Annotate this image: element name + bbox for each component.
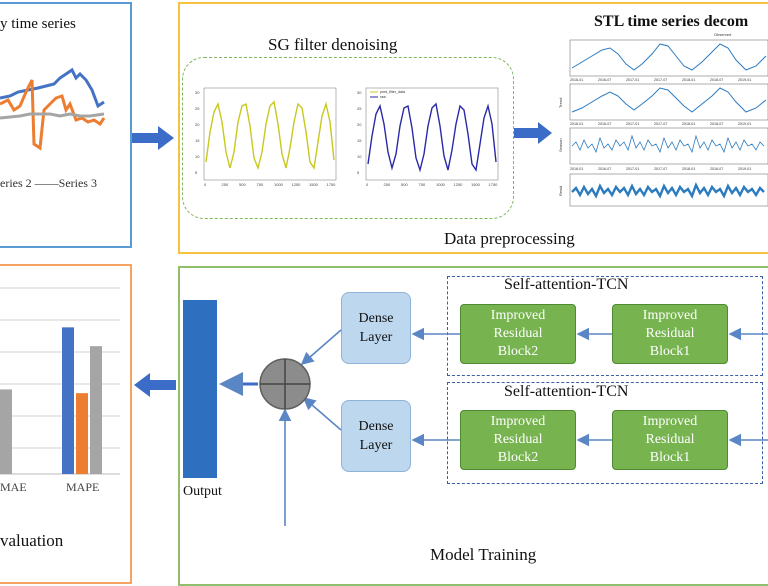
sg-x-tick: 0 — [204, 182, 207, 187]
stl-x-tick: 2016-07 — [598, 167, 611, 171]
stl-x-tick: 2016-01 — [570, 167, 583, 171]
series-1-line — [0, 67, 105, 109]
evaluation-label: valuation — [0, 531, 64, 550]
stl-title: STL time series decom — [594, 13, 749, 30]
self-attention-tcn-box-1 — [447, 276, 763, 376]
arrow-sg-to-stl — [514, 122, 552, 144]
stl-x-tick: 2016-07 — [598, 122, 611, 126]
sum-node-icon — [259, 358, 311, 410]
stl-axis-label: Season — [558, 138, 563, 152]
self-attention-tcn-box-2 — [447, 382, 763, 484]
sg-y-tick: 25 — [195, 106, 200, 111]
sg-raw-chart: 30 25 20 15 10 5 0 250 500 750 1000 1250 1500 1750 — [195, 87, 337, 187]
sg-y-tick: 15 — [357, 138, 362, 143]
stl-x-tick: 2019-01 — [738, 167, 751, 171]
output-bar — [183, 300, 217, 478]
bar-mae-series-3 — [0, 389, 12, 474]
sg-x-tick: 1250 — [292, 182, 302, 187]
stl-axis-label: Resid — [558, 186, 563, 196]
self-attention-tcn-label-1: Self-attention-TCN — [504, 276, 629, 293]
eval-category-mae: MAE — [0, 480, 27, 494]
stl-axis-label: Trend — [558, 98, 563, 108]
sg-x-tick: 500 — [239, 182, 246, 187]
sg-y-tick: 25 — [357, 106, 362, 111]
sg-x-tick: 250 — [384, 182, 391, 187]
sg-x-tick: 1500 — [471, 182, 481, 187]
stl-x-tick: 2016-01 — [570, 78, 583, 82]
sg-left-x-ticks: 0 250 500 750 1000 1250 1500 1750 — [204, 182, 336, 187]
bar-mape-series-3 — [90, 346, 102, 474]
sg-x-tick: 750 — [419, 182, 426, 187]
stl-x-tick: 2018-01 — [682, 78, 695, 82]
sg-x-tick: 1250 — [454, 182, 464, 187]
sg-filter-title: SG filter denoising — [268, 35, 398, 54]
sg-filter-box — [182, 57, 514, 219]
bar-mape-series-2 — [76, 393, 88, 474]
sg-legend-raw: raw — [380, 95, 386, 99]
raw-time-series-panel — [0, 2, 132, 248]
sg-y-tick: 15 — [195, 138, 200, 143]
stl-x-tick: 2017-07 — [654, 122, 667, 126]
sg-right-x-ticks: 0 250 500 750 1000 1250 1500 1750 — [366, 182, 498, 187]
sg-x-tick: 500 — [401, 182, 408, 187]
stl-x-tick: 2018-01 — [682, 167, 695, 171]
sg-x-tick: 250 — [222, 182, 229, 187]
series-2-line — [0, 79, 106, 151]
sg-y-tick: 20 — [195, 122, 200, 127]
output-label: Output — [183, 484, 222, 499]
sg-legend-filtered: pred_filter_data — [380, 90, 405, 94]
stl-x-tick: 2019-01 — [738, 78, 751, 82]
series-3-line — [0, 112, 105, 120]
raw-panel-title: y time series — [0, 16, 76, 32]
raw-panel-legend: eries 2 ——Series 3 — [0, 176, 97, 190]
raw-time-series-chart — [0, 67, 106, 151]
stl-x-tick: 2018-07 — [710, 78, 723, 82]
sg-right-y-ticks: 30 25 20 15 10 5 — [357, 90, 362, 175]
stl-x-tick: 2017-01 — [626, 167, 639, 171]
sg-y-tick: 20 — [357, 122, 362, 127]
arrow-training-to-eval — [134, 373, 176, 397]
sg-filtered-chart: pred_filter_data raw 30 25 20 15 10 5 0 250 500… — [357, 87, 499, 187]
sg-y-tick: 30 — [195, 90, 200, 95]
sg-x-tick: 1500 — [309, 182, 319, 187]
stl-x-tick: 2018-01 — [682, 122, 695, 126]
stl-x-tick: 2017-01 — [626, 78, 639, 82]
sg-left-y-ticks: 30 25 20 15 10 5 — [195, 90, 200, 175]
evaluation-bar-chart — [0, 287, 120, 475]
stl-x-tick: 2017-07 — [654, 167, 667, 171]
sg-x-tick: 1000 — [274, 182, 284, 187]
sg-y-tick: 5 — [357, 170, 360, 175]
stl-x-tick: 2016-01 — [570, 122, 583, 126]
arrow-raw-to-preprocess — [132, 126, 174, 150]
bar-mape-series-1 — [62, 327, 74, 474]
stl-observed-label: Observed — [714, 32, 731, 37]
sg-y-tick: 5 — [195, 170, 198, 175]
sg-x-tick: 1000 — [436, 182, 446, 187]
sg-y-tick: 10 — [357, 154, 362, 159]
stl-x-tick: 2018-07 — [710, 167, 723, 171]
self-attention-tcn-label-2: Self-attention-TCN — [504, 383, 629, 400]
stl-x-tick: 2018-07 — [710, 122, 723, 126]
sg-x-tick: 0 — [366, 182, 369, 187]
sg-x-tick: 1750 — [327, 182, 337, 187]
sg-x-tick: 750 — [257, 182, 264, 187]
sg-y-tick: 30 — [357, 90, 362, 95]
stl-x-tick: 2019-01 — [738, 122, 751, 126]
data-preprocessing-label: Data preprocessing — [444, 229, 575, 248]
sg-x-tick: 1750 — [489, 182, 499, 187]
sg-y-tick: 10 — [195, 154, 200, 159]
stl-x-tick: 2017-01 — [626, 122, 639, 126]
stl-x-tick: 2016-07 — [598, 78, 611, 82]
model-training-label: Model Training — [430, 545, 537, 564]
stl-x-tick: 2017-07 — [654, 78, 667, 82]
eval-category-mape: MAPE — [66, 480, 100, 494]
